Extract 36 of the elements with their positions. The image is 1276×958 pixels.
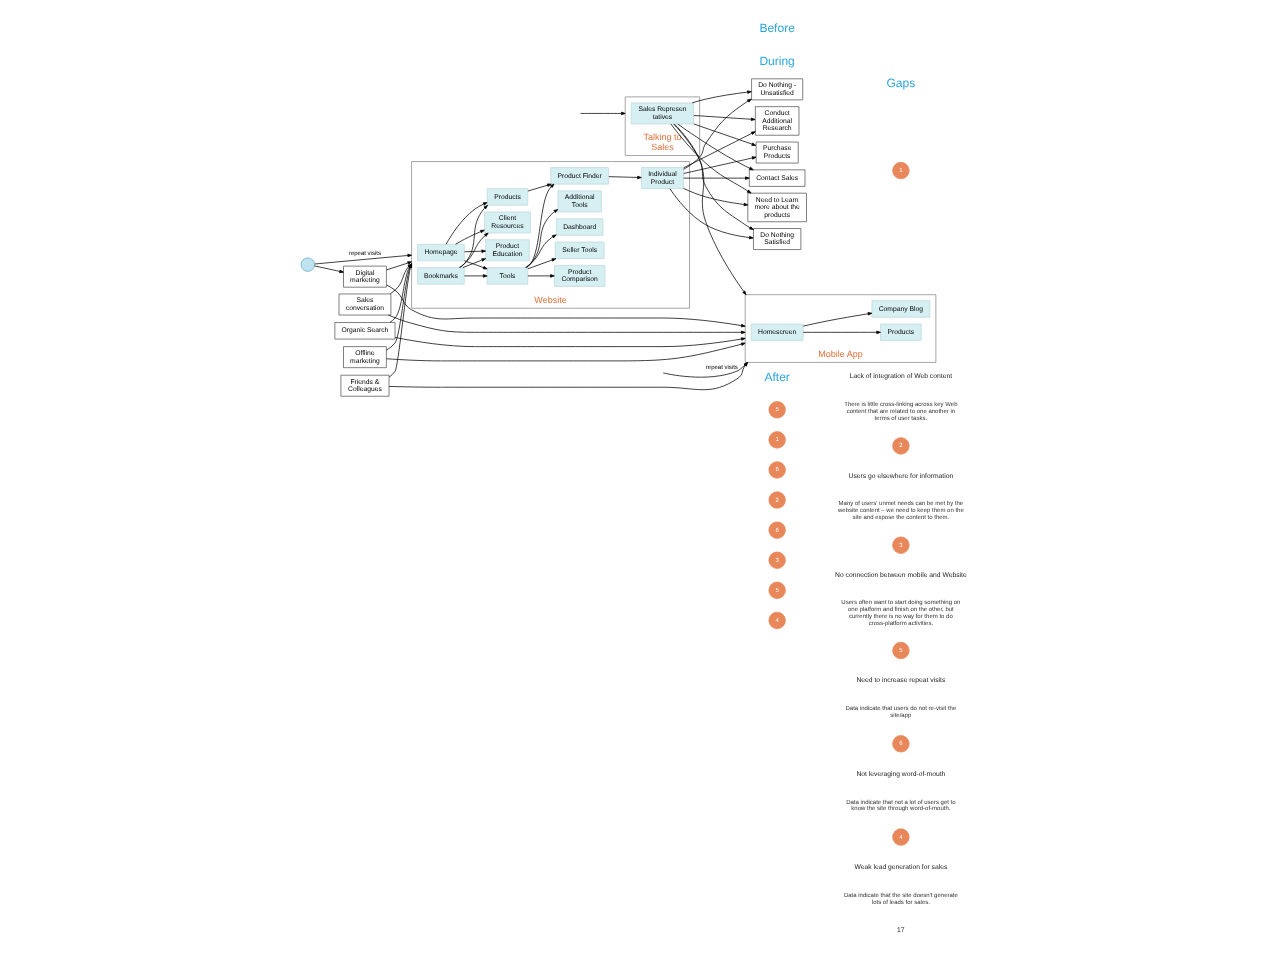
arrow (802, 330, 881, 334)
arrow (527, 183, 552, 192)
arrow (669, 188, 754, 240)
arrow (677, 123, 754, 171)
arrow (673, 123, 754, 230)
arrow (683, 188, 749, 207)
arrow (683, 176, 750, 180)
arrow (670, 123, 752, 194)
node-person (300, 257, 315, 272)
arrow (580, 111, 626, 116)
arrow (526, 183, 555, 268)
arrow (386, 284, 746, 328)
arrow (388, 314, 746, 334)
arrow (608, 175, 642, 180)
arrow (683, 98, 752, 170)
arrow (314, 265, 344, 274)
arrow (464, 274, 488, 278)
arrow (525, 234, 557, 268)
arrow (683, 156, 757, 174)
arrow (693, 115, 756, 121)
arrow (802, 312, 873, 327)
arrow (458, 232, 489, 268)
arrow (445, 202, 488, 245)
arrow (464, 249, 486, 253)
arrow (693, 123, 757, 146)
arrow (674, 123, 747, 296)
arrow (455, 229, 485, 245)
arrow (527, 258, 557, 270)
arrow (386, 342, 746, 362)
arrow (691, 90, 752, 104)
arrow (527, 274, 555, 278)
arrow (394, 337, 746, 347)
arrow (525, 209, 559, 268)
arrow (683, 131, 756, 169)
arrow (314, 253, 412, 265)
arrow (459, 204, 488, 268)
